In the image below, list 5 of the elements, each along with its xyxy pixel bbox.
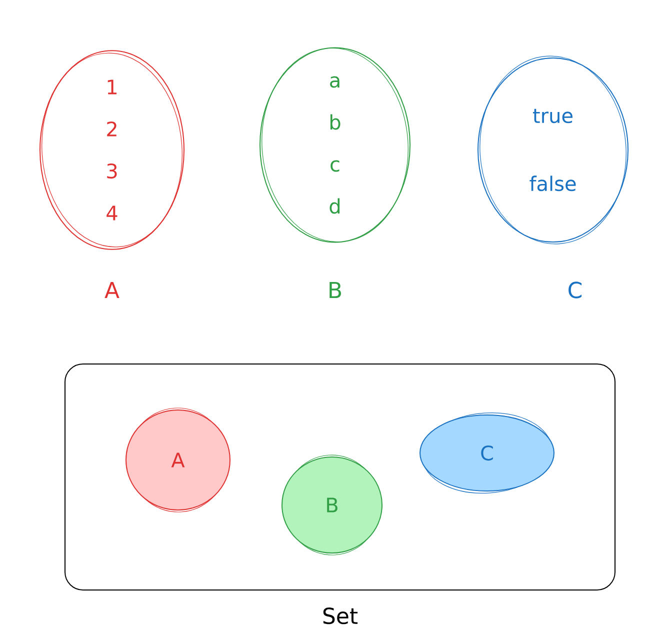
container-box bbox=[64, 364, 616, 590]
set-label: A bbox=[104, 282, 120, 298]
set-label: C bbox=[568, 282, 582, 298]
set-label: B bbox=[330, 282, 341, 298]
container-title: Set bbox=[323, 608, 358, 624]
